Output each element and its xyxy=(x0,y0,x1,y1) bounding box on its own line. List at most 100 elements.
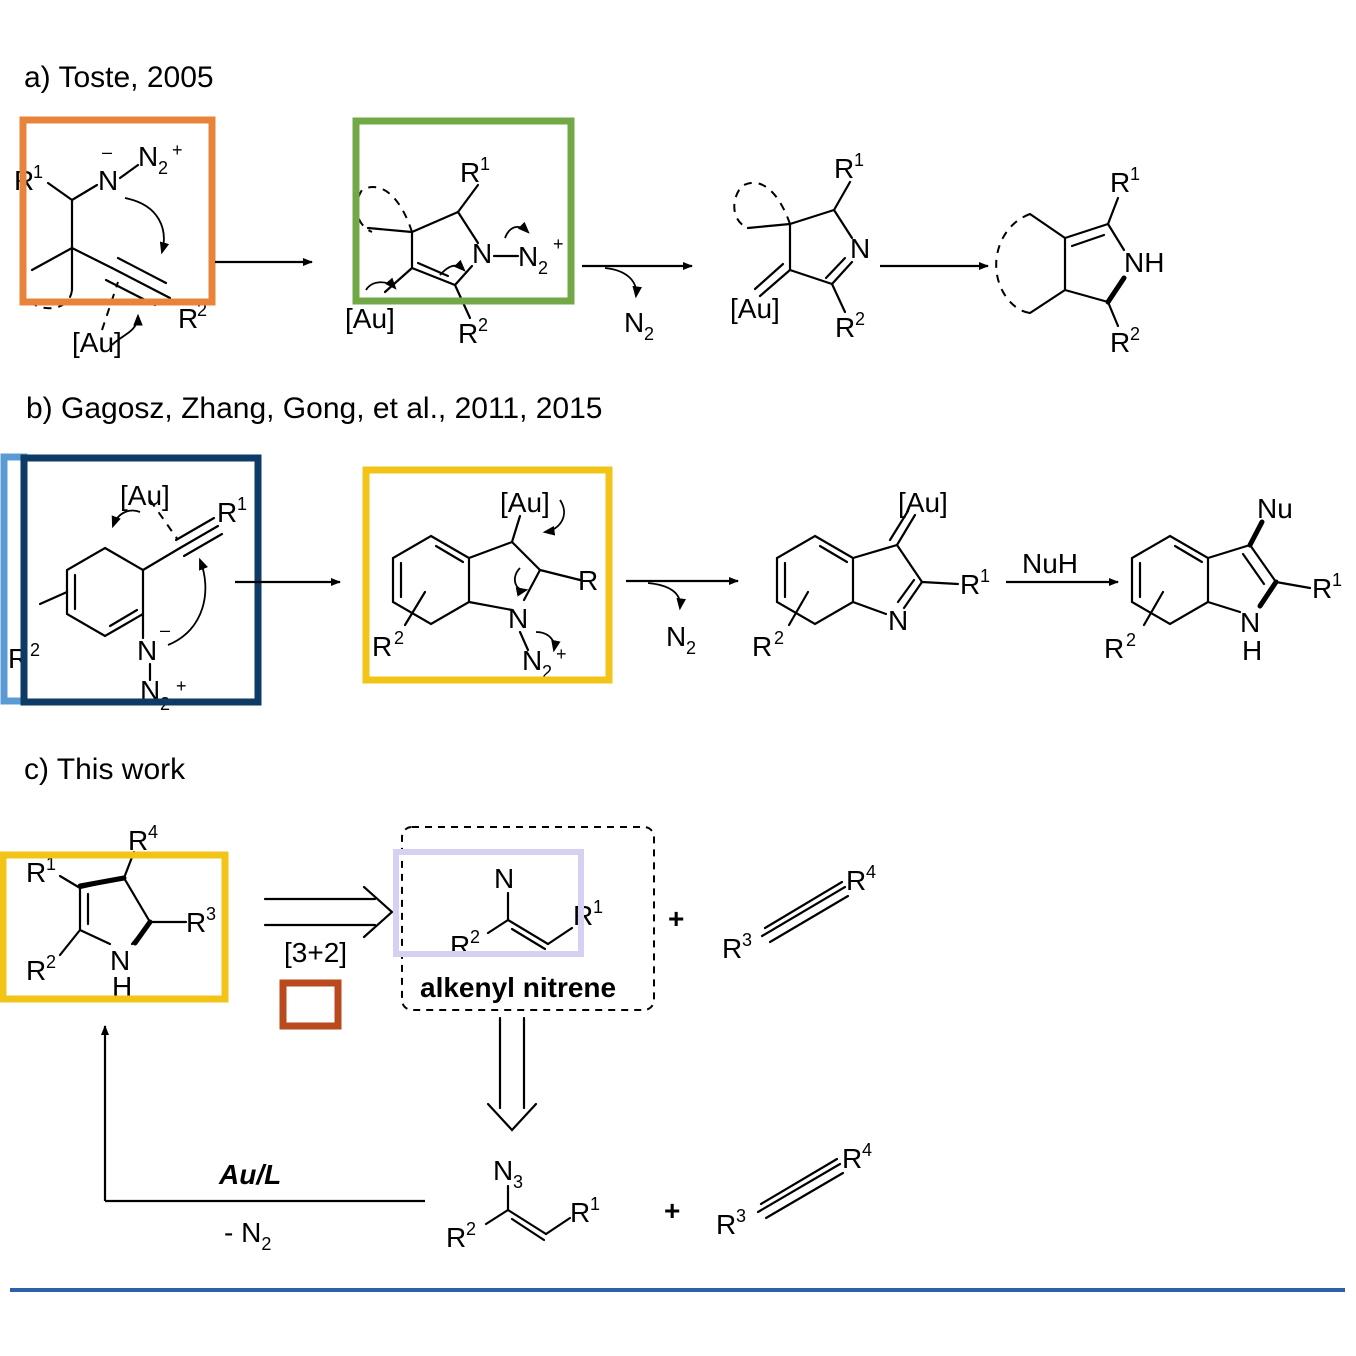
svg-text:R: R xyxy=(128,825,148,856)
svg-text:N: N xyxy=(138,141,158,172)
svg-text:R: R xyxy=(578,565,598,596)
svg-text:2: 2 xyxy=(538,258,548,278)
svg-text:2: 2 xyxy=(478,315,488,335)
nitrene-label: alkenyl nitrene xyxy=(420,972,616,1003)
svg-text:H: H xyxy=(1242,635,1262,666)
svg-text:+: + xyxy=(172,140,183,160)
svg-text:2: 2 xyxy=(1130,324,1140,344)
svg-text:R: R xyxy=(716,1209,736,1240)
svg-text:2: 2 xyxy=(158,158,168,178)
svg-text:R: R xyxy=(1110,167,1130,198)
forward-arrow xyxy=(101,1025,425,1203)
svg-text:NH: NH xyxy=(1124,247,1164,278)
svg-text:+: + xyxy=(556,644,567,664)
svg-text:1: 1 xyxy=(46,854,56,874)
svg-text:2: 2 xyxy=(1126,630,1136,650)
svg-text:+: + xyxy=(668,903,684,934)
svg-text:N: N xyxy=(624,307,644,338)
svg-text:R: R xyxy=(1312,573,1332,604)
svg-text:R: R xyxy=(960,569,980,600)
svg-text:2: 2 xyxy=(774,628,784,648)
svg-text:R: R xyxy=(842,1143,862,1174)
svg-text:R: R xyxy=(752,631,772,662)
svg-text:4: 4 xyxy=(148,822,158,842)
svg-text:–: – xyxy=(160,620,170,640)
svg-text:3: 3 xyxy=(742,930,752,950)
svg-text:R: R xyxy=(26,955,46,986)
svg-text:1: 1 xyxy=(854,150,864,170)
svg-text:2: 2 xyxy=(855,309,865,329)
svg-text:N: N xyxy=(666,621,686,652)
svg-text:R: R xyxy=(835,312,855,343)
svg-text:N: N xyxy=(522,645,542,676)
svg-text:R: R xyxy=(217,497,237,528)
svg-text:1: 1 xyxy=(593,897,603,917)
svg-text:R: R xyxy=(372,631,392,662)
section-c-title: c) This work xyxy=(24,753,186,786)
nitrene-dashed-box xyxy=(401,826,655,1011)
svg-text:+: + xyxy=(553,234,564,254)
svg-text:2: 2 xyxy=(197,300,207,320)
svg-text:N: N xyxy=(508,603,528,634)
svg-text:1: 1 xyxy=(1130,164,1140,184)
svg-text:2: 2 xyxy=(30,640,40,660)
orange-highlight-box xyxy=(19,116,216,306)
svg-text:[Au]: [Au] xyxy=(345,303,395,334)
retro-arrow-vertical xyxy=(486,1016,538,1132)
svg-text:2: 2 xyxy=(644,324,654,344)
yellow-highlight-box-b xyxy=(362,466,613,684)
svg-text:1: 1 xyxy=(480,154,490,174)
svg-text:N: N xyxy=(140,675,160,706)
svg-text:N: N xyxy=(518,241,538,272)
svg-text:1: 1 xyxy=(1332,570,1342,590)
svg-text:R: R xyxy=(846,865,866,896)
svg-text:[Au]: [Au] xyxy=(730,293,780,324)
svg-text:3: 3 xyxy=(736,1206,746,1226)
nitrogen-loss-label: - N2 xyxy=(224,1217,271,1254)
green-highlight-box xyxy=(352,117,575,305)
svg-text:2: 2 xyxy=(542,662,552,682)
svg-text:N: N xyxy=(888,605,908,636)
svg-text:Nu: Nu xyxy=(1257,493,1293,524)
svg-text:2: 2 xyxy=(394,628,404,648)
svg-text:–: – xyxy=(102,142,112,162)
svg-text:R: R xyxy=(1110,327,1130,358)
svg-text:1: 1 xyxy=(33,162,43,182)
svg-text:1: 1 xyxy=(980,566,990,586)
svg-text:N: N xyxy=(494,863,514,894)
svg-text:2: 2 xyxy=(470,927,480,947)
svg-text:R: R xyxy=(446,1222,466,1253)
retro-arrow-horizontal xyxy=(263,885,394,939)
svg-text:N: N xyxy=(472,238,492,269)
svg-text:3: 3 xyxy=(513,1172,523,1192)
svg-text:R: R xyxy=(26,857,46,888)
svg-text:4: 4 xyxy=(866,862,876,882)
svg-text:N: N xyxy=(110,945,130,976)
svg-text:3: 3 xyxy=(206,904,216,924)
svg-text:N: N xyxy=(1240,607,1260,638)
section-a-title: a) Toste, 2005 xyxy=(24,61,214,94)
svg-text:2: 2 xyxy=(686,638,696,658)
svg-text:2: 2 xyxy=(46,952,56,972)
lavender-highlight-box xyxy=(393,849,584,957)
svg-text:R: R xyxy=(834,153,854,184)
svg-text:N: N xyxy=(98,165,118,196)
svg-text:N: N xyxy=(137,635,157,666)
svg-text:NuH: NuH xyxy=(1022,548,1078,579)
svg-text:1: 1 xyxy=(590,1194,600,1214)
svg-text:4: 4 xyxy=(862,1140,872,1160)
